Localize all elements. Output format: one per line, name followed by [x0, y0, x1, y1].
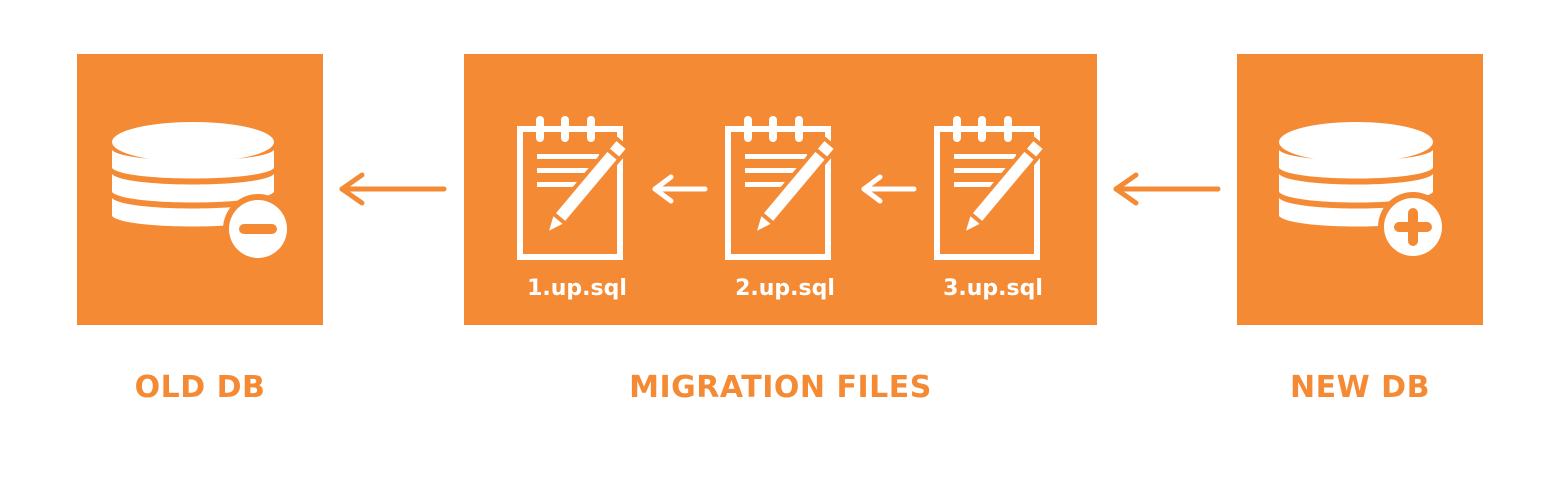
old-db-caption: OLD DB — [134, 370, 266, 405]
migration-files-caption: MIGRATION FILES — [629, 370, 932, 405]
database-minus-icon — [112, 122, 293, 264]
new-db-caption: NEW DB — [1290, 370, 1430, 405]
arrow-file-2-to-file-1 — [652, 174, 708, 204]
arrow-new-to-file-3 — [1113, 172, 1221, 206]
notepad-pencil-icon — [725, 116, 839, 260]
arrow-file-3-to-file-2 — [861, 174, 917, 204]
file-label-1: 1.up.sql — [527, 276, 627, 301]
arrow-migration-to-old — [339, 172, 447, 206]
file-label-3: 3.up.sql — [943, 276, 1043, 301]
file-label-2: 2.up.sql — [735, 276, 835, 301]
database-plus-icon — [1279, 122, 1448, 262]
notepad-pencil-icon — [517, 116, 631, 260]
notepad-pencil-icon — [934, 116, 1048, 260]
